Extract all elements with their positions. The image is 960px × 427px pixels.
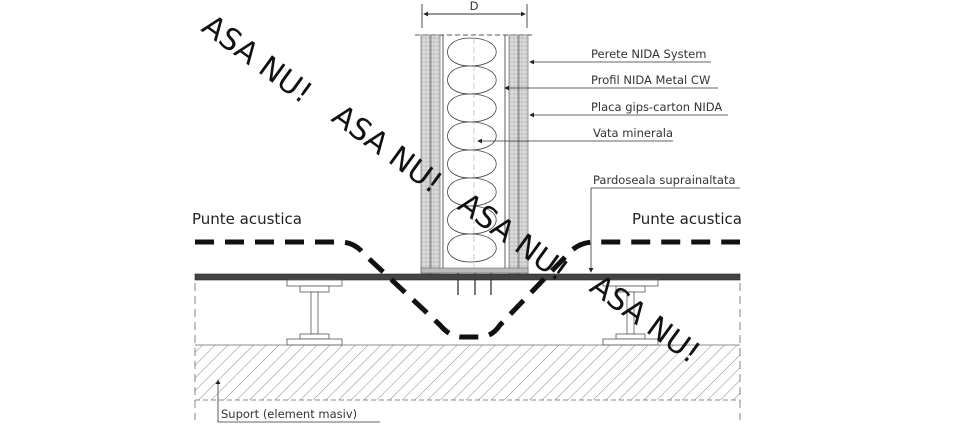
acoustic-bridge-path	[195, 239, 740, 340]
label-metal-profile: Profil NIDA Metal CW	[591, 73, 710, 87]
wall	[415, 34, 535, 295]
gypsum-board-left-inner	[430, 34, 441, 276]
label-raised-floor: Pardoseala suprainaltata	[593, 173, 736, 187]
raised-floor-panel	[194, 273, 741, 281]
pedestal-right	[602, 279, 659, 346]
label-mineral-wool: Vata minerala	[593, 126, 673, 140]
acoustic-bridge-label-left: Punte acustica	[192, 210, 302, 228]
dimension-d: D	[421, 0, 528, 28]
label-gypsum-board: Placa gips-carton NIDA	[591, 100, 722, 114]
label-support: Suport (element masiv)	[221, 407, 357, 421]
dimension-label: D	[470, 0, 479, 13]
mineral-wool	[447, 37, 497, 263]
pedestal-left	[286, 279, 343, 346]
label-wall-system: Perete NIDA System	[591, 47, 706, 61]
warning-text-1: ASA NU!	[195, 8, 318, 111]
acoustic-bridge-label-right: Punte acustica	[632, 210, 742, 228]
support-slab	[195, 345, 740, 400]
